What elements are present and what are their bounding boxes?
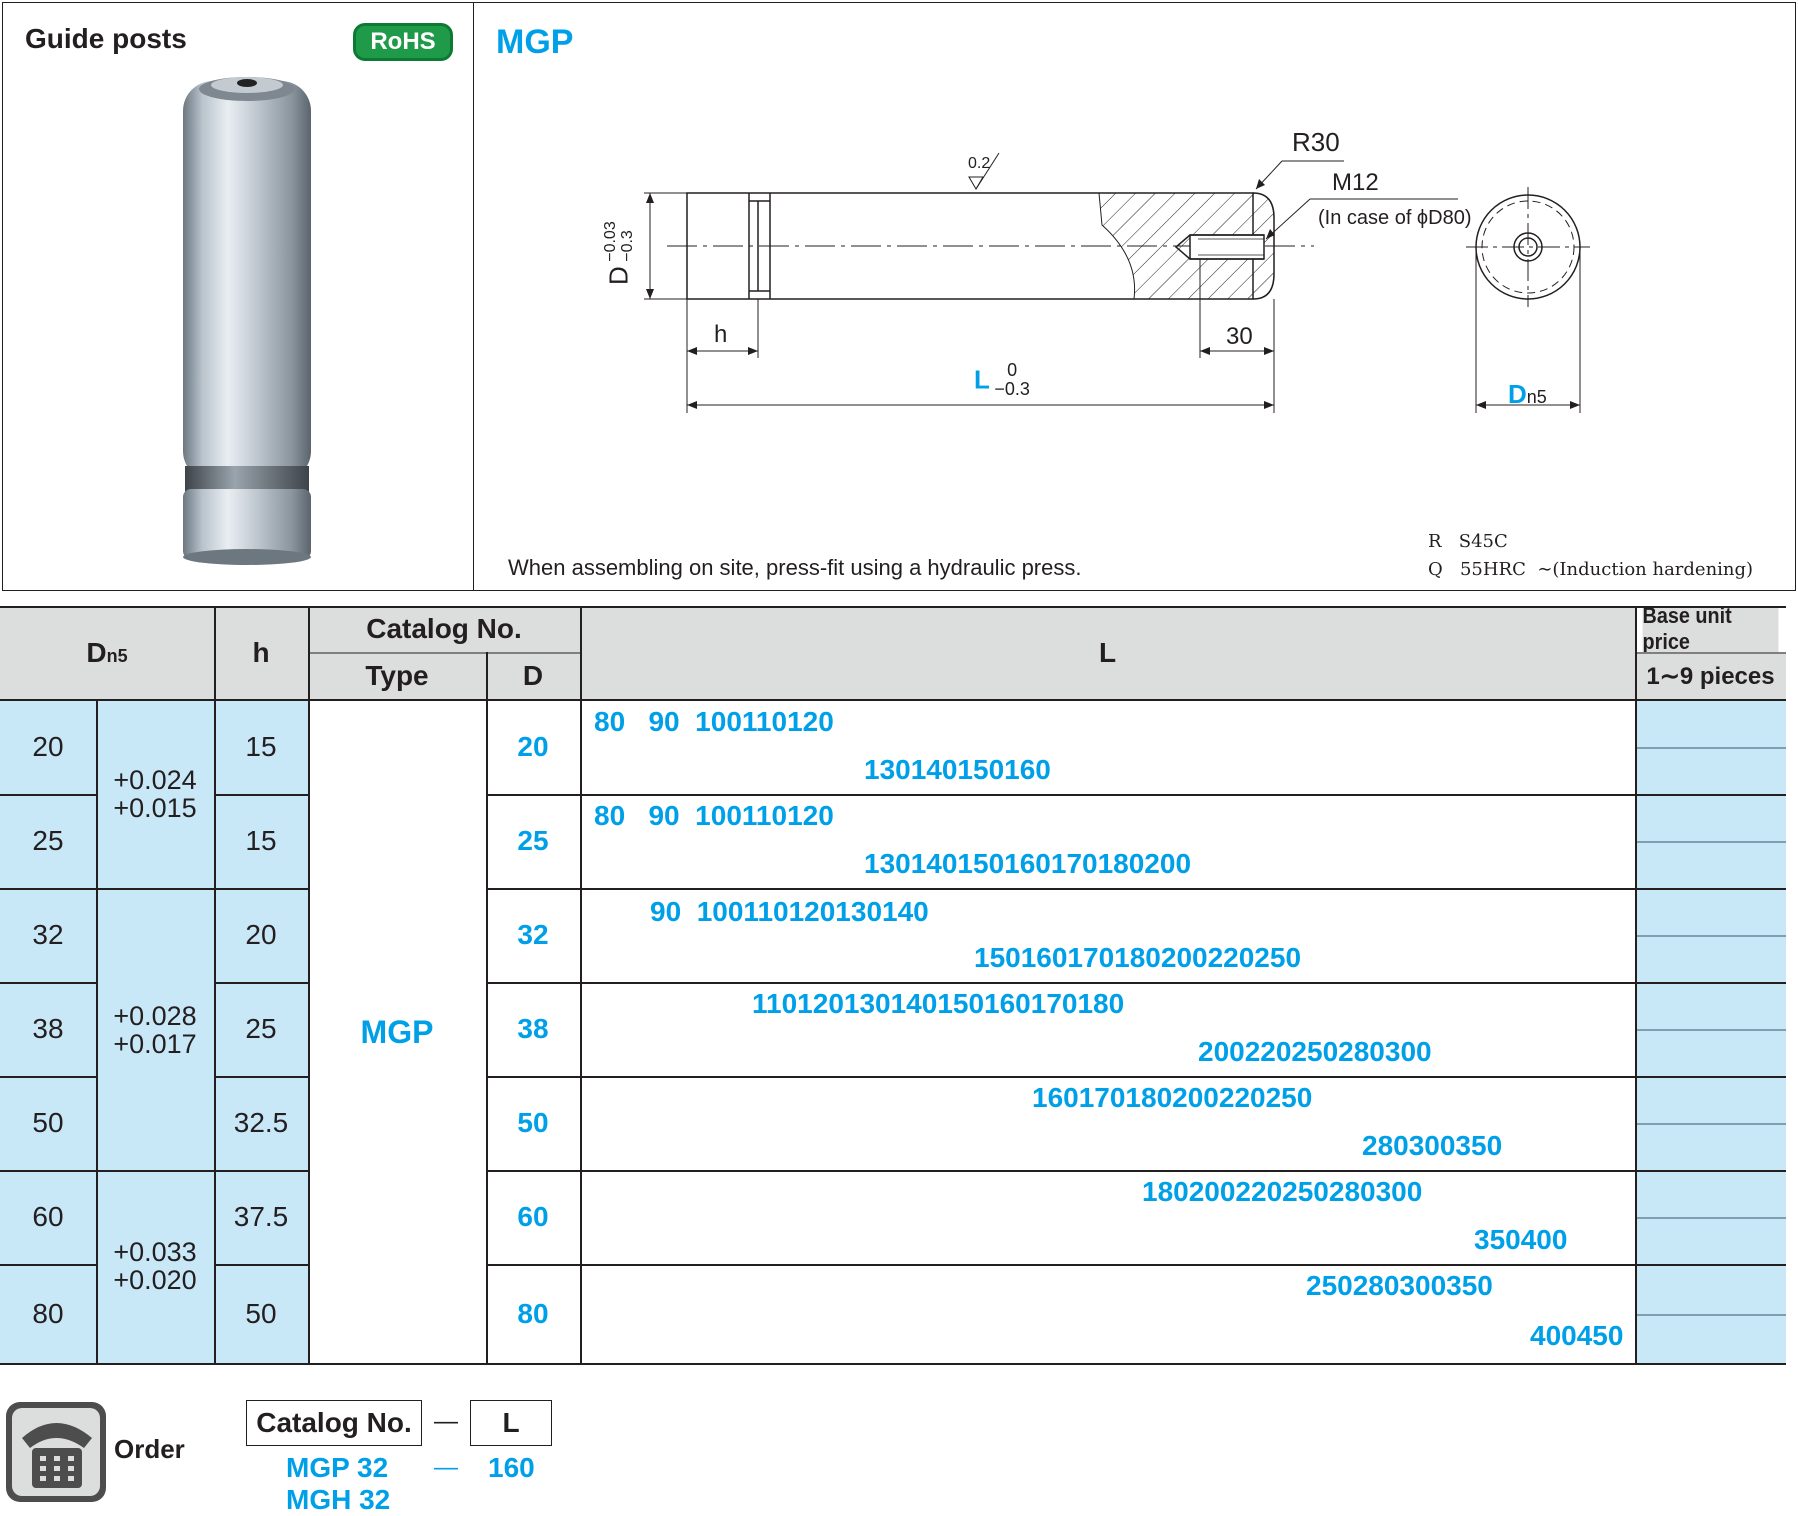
l-values-line1: 160170180200220250 [1032,1082,1313,1113]
order-l-header: L [470,1400,552,1446]
hardness-row: Q 55HRC ∼(Induction hardening) [1428,559,1754,580]
order-section: Order Catalog No. ― L MGP 32 ― 160 MGH 3… [0,1396,800,1516]
order-catalog-header: Catalog No. [246,1400,422,1446]
header-h: h [214,606,308,700]
l-values-line1: 250280300350 [1306,1270,1493,1301]
l-values-line2: 280300350 [1362,1130,1503,1161]
d-cell: 80 [517,1298,549,1329]
tolerance-cell: +0.033+0.020 [113,1237,197,1295]
l-values-line2: 130140150160 [864,754,1051,785]
l-values-line2: 130140150160170180200 [864,848,1192,879]
dn5-cell: 80 [32,1298,64,1329]
h-cell: 50 [245,1298,277,1329]
order-example-catalog: MGP 32 [286,1452,389,1483]
h-cell: 15 [245,825,277,856]
h-cell: 37.5 [233,1201,289,1232]
h-cell: 32.5 [233,1107,289,1138]
radius-label: R30 [1292,127,1340,157]
header-price: Base unit price [1642,603,1779,654]
h-cell: 20 [245,919,277,950]
dn5-cell: 25 [32,825,64,856]
type-cell: MGP [360,1013,434,1050]
price-column-bg [1635,700,1786,1364]
rohs-badge: RoHS [353,23,453,61]
order-dash: ― [434,1408,458,1435]
h-cell: 25 [245,1013,277,1044]
order-example-catalog-2: MGH 32 [286,1484,391,1515]
blue-columns-bg [0,700,308,1364]
material-row: R S45C [1428,531,1508,552]
h-cell: 15 [245,731,277,762]
l-values-line1: 80 90 100110120 [594,706,834,737]
l-values-line2: 200220250280300 [1198,1036,1432,1067]
l-values-line1: 110120130140150160170180 [752,988,1125,1019]
diameter-tolerance: D −0.03 −0.3 [602,221,636,285]
product-panel: Guide posts RoHS [2,2,474,591]
phone-icon [6,1402,106,1502]
section-title: Guide posts [25,23,187,54]
l-values-line2: 150160170180200220250 [974,942,1302,973]
d-cell: 25 [517,825,549,856]
d-cell: 20 [517,731,549,762]
length-tolerance: L 0 −0.3 [974,360,1030,399]
assembly-note: When assembling on site, press-fit using… [508,555,1082,580]
dn5-cell: 20 [32,731,64,762]
dim-30-label: 30 [1226,323,1253,350]
header-catalog-no: Catalog No. [308,606,580,652]
d-cell: 50 [517,1107,549,1138]
dn5-cell: 60 [32,1201,64,1232]
dn5-cell: 32 [32,919,64,950]
header-l: L [580,606,1635,700]
drawing-panel: MGP [474,2,1796,591]
thread-label: M12 [1332,169,1379,196]
dn5-cell: 50 [32,1107,64,1138]
header-d: D [486,652,580,700]
tolerance-cell: +0.024+0.015 [113,765,197,823]
technical-drawing [644,152,1590,413]
flatness-label: 0.2 [968,155,991,172]
order-example-l: 160 [488,1452,535,1483]
l-values-line2: 400450 [1530,1320,1624,1351]
h-dimension-label: h [714,321,728,348]
guide-post-photo [183,77,311,565]
d-cell: 60 [517,1201,549,1232]
header-qty: 1∼9 pieces [1635,652,1786,700]
l-values-line1: 80 90 100110120 [594,800,834,831]
l-values-line2: 350400 [1474,1224,1568,1255]
header-type: Type [308,652,486,700]
l-values-line1: 180200220250280300 [1142,1176,1423,1207]
d-cell: 32 [517,919,549,950]
d-cell: 38 [517,1013,549,1044]
dn5-label: Dn5 [1508,379,1547,409]
tolerance-cell: +0.028+0.017 [113,1001,197,1059]
order-example-dash: ― [434,1454,458,1481]
l-values-line1: 90 100110120130140 [650,896,929,927]
order-label: Order [114,1434,185,1464]
dn5-cell: 38 [32,1013,64,1044]
thread-note: (In case of ϕD80) [1318,207,1472,229]
drawing-title: MGP [496,23,574,61]
